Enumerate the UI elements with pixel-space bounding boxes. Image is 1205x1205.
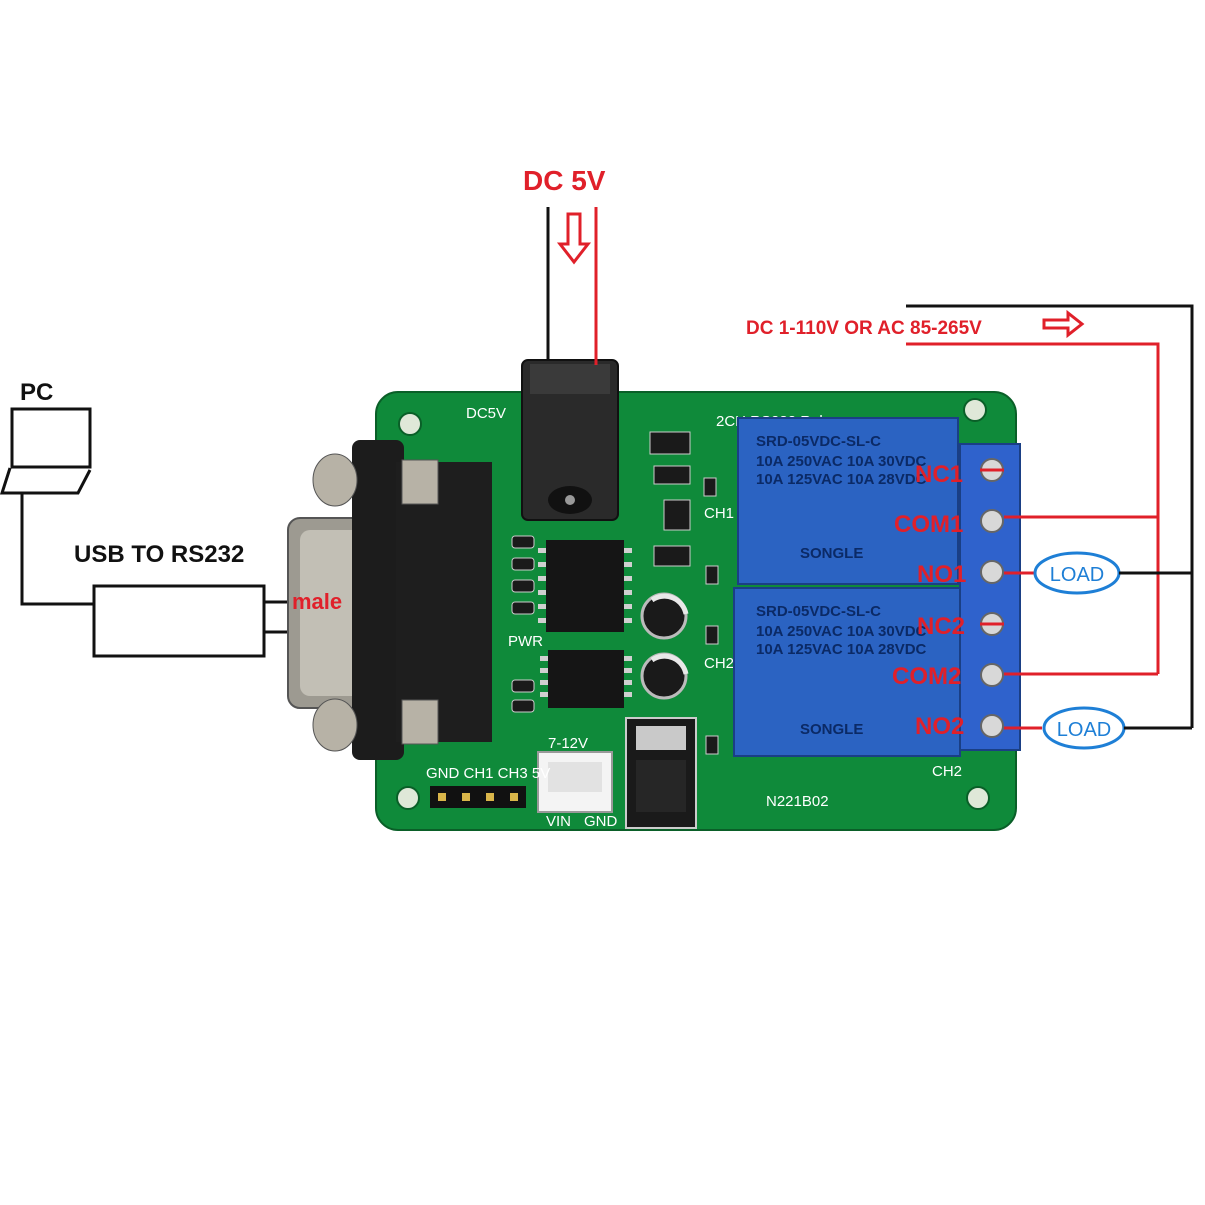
terminal-com2: COM2 <box>892 663 961 690</box>
terminal-nc2: NC2 <box>917 613 965 640</box>
usb-rs232-label: USB TO RS232 <box>74 541 244 568</box>
silk-ch2-side: CH2 <box>704 655 734 672</box>
voltage-regulator <box>625 717 697 829</box>
relay-1-model: SRD-05VDC-SL-C <box>756 433 881 450</box>
relay-2-model: SRD-05VDC-SL-C <box>756 603 881 620</box>
relay-2-brand: SONGLE <box>800 721 863 738</box>
load-2-label: LOAD <box>1057 719 1111 741</box>
dc5v-arrow-icon <box>556 212 592 265</box>
capacitor-2 <box>640 652 689 700</box>
relay-2: SRD-05VDC-SL-C 10A 250VAC 10A 30VDC 10A … <box>733 587 961 757</box>
silk-ch2-bottom: CH2 <box>932 763 962 780</box>
relay-1: SRD-05VDC-SL-C 10A 250VAC 10A 30VDC 10A … <box>737 417 959 585</box>
relay-1-brand: SONGLE <box>800 545 863 562</box>
relay-1-rating-2: 10A 125VAC 10A 28VDC <box>756 471 927 488</box>
silk-dc5v: DC5V <box>466 405 506 422</box>
capacitor-1 <box>640 592 689 640</box>
silk-pwr: PWR <box>508 633 543 650</box>
pc-label: PC <box>20 379 53 406</box>
mounting-holes <box>396 398 990 810</box>
relay-1-rating-1: 10A 250VAC 10A 30VDC <box>756 453 927 470</box>
load-1-label: LOAD <box>1050 564 1104 586</box>
dc5v-label: DC 5V <box>523 165 606 196</box>
power-input-connector <box>537 751 613 813</box>
terminal-no1: NO1 <box>917 561 966 588</box>
relay-2-rating-2: 10A 125VAC 10A 28VDC <box>756 641 927 658</box>
silk-vin: VIN <box>546 813 571 830</box>
male-label: male <box>292 589 342 614</box>
terminal-no2: NO2 <box>915 713 964 740</box>
pin-header <box>430 786 526 808</box>
load-supply-label: DC 1-110V OR AC 85-265V <box>746 318 982 339</box>
pc-icon <box>0 407 92 495</box>
silk-ch1: CH1 <box>704 505 734 522</box>
dc-barrel-jack <box>521 359 619 521</box>
smd-components <box>511 431 719 755</box>
silk-header: GND CH1 CH3 5V <box>426 765 550 782</box>
supply-wire-red <box>906 342 1160 674</box>
relay-2-rating-1: 10A 250VAC 10A 30VDC <box>756 623 927 640</box>
supply-wire-black <box>906 304 1194 728</box>
terminal-stubs <box>980 468 1004 626</box>
terminal-screws <box>980 458 1004 738</box>
terminal-nc1: NC1 <box>915 461 963 488</box>
db9-connector <box>287 440 492 760</box>
usb-rs232-adapter <box>92 584 266 658</box>
load-supply-arrow-icon <box>1042 309 1085 339</box>
ic-chip-2 <box>540 650 632 708</box>
pc-to-adapter-wire <box>20 494 94 606</box>
silk-gnd: GND <box>584 813 618 830</box>
silk-model: N221B02 <box>766 793 829 810</box>
silk-vin-range: 7-12V <box>548 735 588 752</box>
terminal-block <box>959 443 1021 751</box>
ic-chip-1 <box>538 540 632 632</box>
terminal-com1: COM1 <box>894 511 963 538</box>
